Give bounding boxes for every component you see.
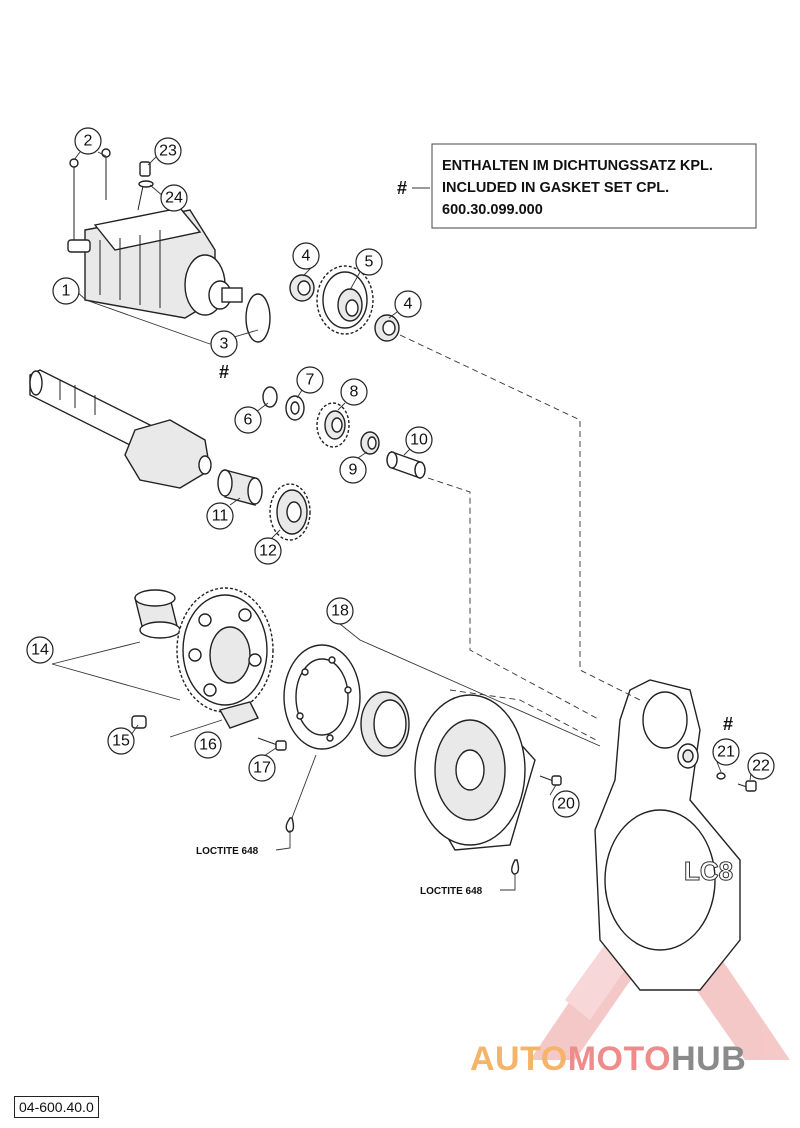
watermark-part-1: AUTO bbox=[470, 1040, 568, 1078]
callout-12: 12 bbox=[254, 537, 282, 565]
svg-text:6: 6 bbox=[244, 412, 253, 429]
watermark-logo: AUTOMOTOHUB bbox=[470, 1040, 746, 1079]
leader-lines bbox=[51, 151, 753, 891]
callout-23: 23 bbox=[154, 137, 182, 165]
callout-11: 11 bbox=[206, 502, 234, 530]
callout-24: 24 bbox=[160, 184, 188, 212]
cover-screw bbox=[737, 780, 757, 792]
needle-bearing-small bbox=[360, 431, 380, 455]
hash-marker-part-3: # bbox=[219, 362, 229, 382]
callout-15: 15 bbox=[107, 727, 135, 755]
watermark-part-3: HUB bbox=[671, 1040, 747, 1078]
primary-starter-gear bbox=[269, 483, 311, 541]
callout-1: 1 bbox=[52, 277, 80, 305]
svg-text:11: 11 bbox=[212, 508, 229, 525]
callout-2: 2 bbox=[74, 127, 102, 155]
svg-text:9: 9 bbox=[349, 462, 358, 479]
callout-17: 17 bbox=[248, 754, 276, 782]
bearing-upper-right bbox=[374, 314, 400, 342]
callout-22: 22 bbox=[747, 752, 775, 780]
callout-6: 6 bbox=[234, 406, 262, 434]
needle-bearing bbox=[217, 469, 263, 506]
freewheel-gear bbox=[176, 587, 274, 713]
svg-text:15: 15 bbox=[112, 733, 130, 750]
gasket-note: ENTHALTEN IM DICHTUNGSSATZ KPL. INCLUDED… bbox=[431, 143, 757, 229]
generator-cover: LC8 bbox=[594, 679, 741, 991]
svg-text:21: 21 bbox=[717, 744, 735, 761]
svg-text:1: 1 bbox=[62, 283, 71, 300]
svg-text:7: 7 bbox=[306, 372, 315, 389]
callout-9: 9 bbox=[339, 456, 367, 484]
loctite-label-right: LOCTITE 648 bbox=[420, 886, 483, 897]
callout-8: 8 bbox=[340, 378, 368, 406]
callout-18: 18 bbox=[326, 597, 354, 625]
loctite-drop-left-icon bbox=[285, 817, 295, 833]
callout-5: 5 bbox=[355, 248, 383, 276]
svg-text:3: 3 bbox=[220, 336, 229, 353]
callout-4-left: 4 bbox=[292, 242, 320, 270]
svg-text:23: 23 bbox=[159, 143, 177, 160]
callout-21: 21 bbox=[712, 738, 740, 766]
svg-text:24: 24 bbox=[165, 190, 183, 207]
flywheel bbox=[414, 694, 536, 851]
svg-text:14: 14 bbox=[31, 642, 49, 659]
starter-motor bbox=[67, 207, 243, 319]
cover-logo: LC8 bbox=[684, 856, 733, 886]
circlip bbox=[262, 386, 278, 408]
alignment-lines bbox=[399, 334, 641, 741]
bolt-and-washer bbox=[137, 161, 154, 211]
clamp-screw bbox=[257, 737, 287, 751]
callout-3: 3 bbox=[210, 330, 238, 358]
thrust-washer bbox=[285, 395, 305, 421]
loctite-label-left: LOCTITE 648 bbox=[196, 846, 259, 857]
callout-16: 16 bbox=[194, 731, 222, 759]
cover-washer bbox=[716, 772, 726, 780]
note-hash-symbol: # bbox=[397, 178, 407, 198]
svg-text:22: 22 bbox=[752, 758, 770, 775]
drawing-code: 04-600.40.0 bbox=[14, 1096, 99, 1118]
callout-4-right: 4 bbox=[394, 290, 422, 318]
svg-text:4: 4 bbox=[404, 296, 413, 313]
note-line-1: ENTHALTEN IM DICHTUNGSSATZ KPL. bbox=[442, 158, 713, 174]
starter-clutch-ring bbox=[283, 644, 361, 750]
callout-7: 7 bbox=[296, 366, 324, 394]
svg-text:18: 18 bbox=[331, 603, 349, 620]
freewheel-bearing bbox=[134, 589, 181, 639]
watermark-part-2: MOTO bbox=[567, 1040, 672, 1078]
svg-text:17: 17 bbox=[253, 760, 271, 777]
note-line-3: 600.30.099.000 bbox=[442, 202, 543, 218]
hash-marker-part-21: # bbox=[723, 714, 733, 734]
svg-text:8: 8 bbox=[350, 384, 359, 401]
bearing-upper-left bbox=[289, 274, 315, 302]
starter-intermediate-gear bbox=[316, 265, 374, 335]
svg-text:4: 4 bbox=[302, 248, 311, 265]
plug bbox=[131, 715, 147, 729]
freewheel-clamp bbox=[218, 701, 259, 729]
svg-text:2: 2 bbox=[84, 133, 93, 150]
freewheel-sprag bbox=[360, 691, 410, 757]
starter-gear-small bbox=[316, 402, 350, 448]
callout-14: 14 bbox=[26, 636, 54, 664]
svg-text:16: 16 bbox=[199, 737, 217, 754]
crankshaft bbox=[29, 369, 212, 489]
svg-text:10: 10 bbox=[410, 432, 428, 449]
o-ring bbox=[245, 293, 271, 343]
flywheel-screw bbox=[539, 775, 562, 786]
svg-text:5: 5 bbox=[365, 254, 374, 271]
callout-20: 20 bbox=[552, 790, 580, 818]
note-line-2: INCLUDED IN GASKET SET CPL. bbox=[442, 180, 669, 196]
idler-shaft bbox=[386, 451, 426, 479]
svg-text:12: 12 bbox=[259, 543, 277, 560]
callout-10: 10 bbox=[405, 426, 433, 454]
svg-text:20: 20 bbox=[557, 796, 575, 813]
loctite-drop-right-icon bbox=[511, 859, 520, 875]
